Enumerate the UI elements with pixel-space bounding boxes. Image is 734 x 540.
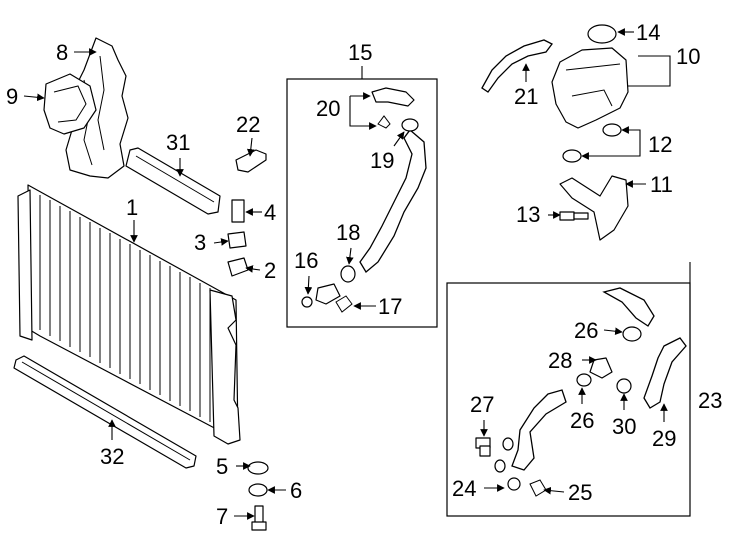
callout-32: 32 [100,444,124,469]
callout-12: 12 [648,132,672,157]
callout-11: 11 [650,172,673,197]
seal-strip-upper [125,147,221,215]
callout-6: 6 [290,478,302,503]
callout-16: 16 [294,248,318,273]
callout-4: 4 [264,200,276,225]
leader-lines [23,28,691,520]
bolt-7 [251,505,267,531]
clamp-19 [401,118,419,132]
callout-26-upper: 26 [574,318,598,343]
mount-3 [227,231,247,249]
callout-13: 13 [516,202,540,227]
grommet-12-upper [602,123,622,137]
callout-28: 28 [548,348,572,373]
callout-31: 31 [166,130,190,155]
grommet-12-lower [562,149,582,163]
clamp-26-upper [622,326,642,342]
callout-21: 21 [514,84,538,109]
inset-box-hose-kit [286,78,438,328]
upper-coolant-hose [359,129,427,273]
callout-22: 22 [236,112,260,137]
o-ring-24b [494,459,506,473]
callout-2: 2 [264,258,276,283]
callout-1: 1 [126,195,138,220]
fitting-16 [315,283,341,305]
hose-connector-20 [371,87,415,107]
callout-29: 29 [652,426,676,451]
insulator-6 [248,483,268,497]
callout-7: 7 [216,504,228,529]
seal-18 [340,265,356,283]
o-ring-24a [502,437,514,451]
clamp-26-lower [576,373,592,387]
insulator-5 [247,461,269,475]
mount-2 [227,257,249,277]
callout-10: 10 [676,44,700,69]
air-guide-side [43,73,97,135]
hose-26-upper [602,287,655,327]
clip-4 [231,199,245,223]
callout-23: 23 [698,388,722,413]
clip-25 [529,479,547,497]
clip-20 [377,115,391,129]
callout-30: 30 [612,414,636,439]
callout-8: 8 [56,40,68,65]
callout-9: 9 [6,84,18,109]
reservoir-cap [587,24,617,44]
callout-20: 20 [316,96,340,121]
callout-17: 17 [378,294,402,319]
callout-5: 5 [216,454,228,479]
hose-connector-22 [235,149,267,173]
o-ring-24 [507,477,521,491]
bolt-13 [559,211,589,221]
tee-connector-28 [589,357,613,379]
o-ring-16 [301,296,313,308]
callout-labels: 1 2 3 4 5 6 7 8 9 10 11 12 13 14 15 16 1… [6,20,722,529]
callout-3: 3 [194,230,206,255]
hose-29 [643,337,687,409]
seal-30 [616,378,632,394]
seal-strip-lower [13,355,197,469]
callout-26-lower: 26 [570,408,594,433]
radiator [17,184,241,445]
clip-17 [335,295,353,313]
callout-15: 15 [348,40,372,65]
reservoir-bracket [559,175,629,241]
callout-14: 14 [636,20,660,45]
callout-27: 27 [470,392,494,417]
callout-19: 19 [370,148,394,173]
sensor-27 [475,437,491,457]
callout-18: 18 [336,220,360,245]
coolant-reservoir [551,47,629,129]
callout-25: 25 [568,480,592,505]
callout-24: 24 [452,476,476,501]
lower-coolant-hose [511,389,567,471]
vent-hose-21 [481,39,553,93]
